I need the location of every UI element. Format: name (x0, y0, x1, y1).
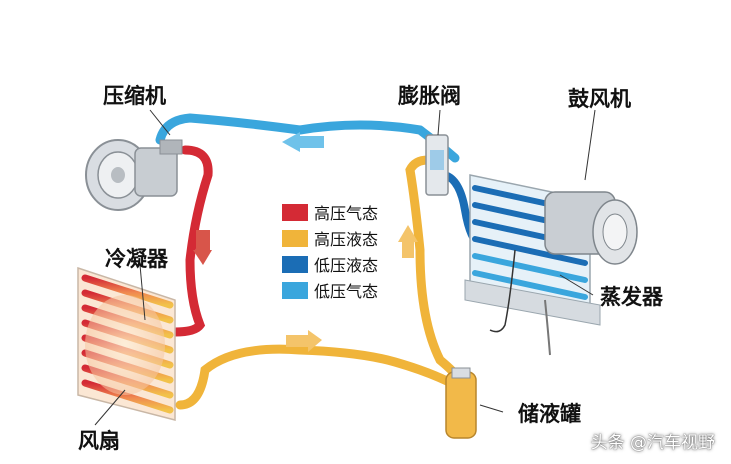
flow-arrow-top (282, 132, 300, 152)
leader-receiver (479, 404, 504, 413)
condenser-fan (85, 295, 165, 395)
legend-swatch (282, 229, 308, 247)
leader-valve (437, 109, 441, 136)
legend-swatch (282, 281, 308, 299)
flow-arrow-up-tail (402, 242, 414, 258)
legend-label: 高压液态 (314, 230, 379, 249)
label-receiver: 储液罐 (518, 402, 581, 426)
leader-evaporator (559, 274, 594, 296)
legend-item-low-pressure-gas: 低压气态 (282, 277, 378, 303)
label-evaporator: 蒸发器 (600, 285, 663, 309)
label-compressor: 压缩机 (103, 84, 166, 108)
legend-label: 高压气态 (314, 204, 379, 223)
legend-swatch (282, 255, 308, 273)
label-fan: 风扇 (78, 429, 120, 453)
expansion-valve (425, 134, 449, 196)
flow-arrow-up (398, 225, 418, 242)
receiver-drier (445, 367, 477, 439)
compressor (85, 139, 183, 211)
leader-condenser (139, 264, 146, 321)
legend: 高压气态 高压液态 低压液态 低压气态 (282, 199, 378, 303)
legend-label: 低压液态 (314, 256, 379, 275)
flow-arrow-down-tail (196, 230, 210, 250)
label-condenser: 冷凝器 (105, 247, 168, 271)
flow-arrow-right-tail (286, 335, 308, 347)
leader-blower (584, 109, 596, 181)
high-pressure-gas-line (170, 145, 213, 337)
legend-item-low-pressure-liquid: 低压液态 (282, 251, 378, 277)
legend-swatch (282, 203, 308, 221)
legend-item-high-pressure-gas: 高压气态 (282, 199, 378, 225)
sensor-wire (489, 249, 516, 333)
legend-label: 低压气态 (314, 282, 379, 301)
watermark: 头条 @汽车视野 (590, 433, 715, 453)
legend-item-high-pressure-liquid: 高压液态 (282, 225, 378, 251)
flow-arrow-right (308, 330, 322, 352)
leader-fan (94, 389, 126, 426)
leader-compressor (149, 109, 171, 136)
condenser (77, 266, 176, 421)
drain-tube (544, 299, 551, 356)
low-pressure-gas-line (155, 113, 460, 163)
flow-arrow-down (193, 250, 212, 265)
label-blower: 鼓风机 (568, 87, 631, 111)
label-expansion-valve: 膨胀阀 (398, 84, 461, 108)
blower (544, 191, 638, 265)
flow-arrow-top-tail (300, 136, 324, 148)
